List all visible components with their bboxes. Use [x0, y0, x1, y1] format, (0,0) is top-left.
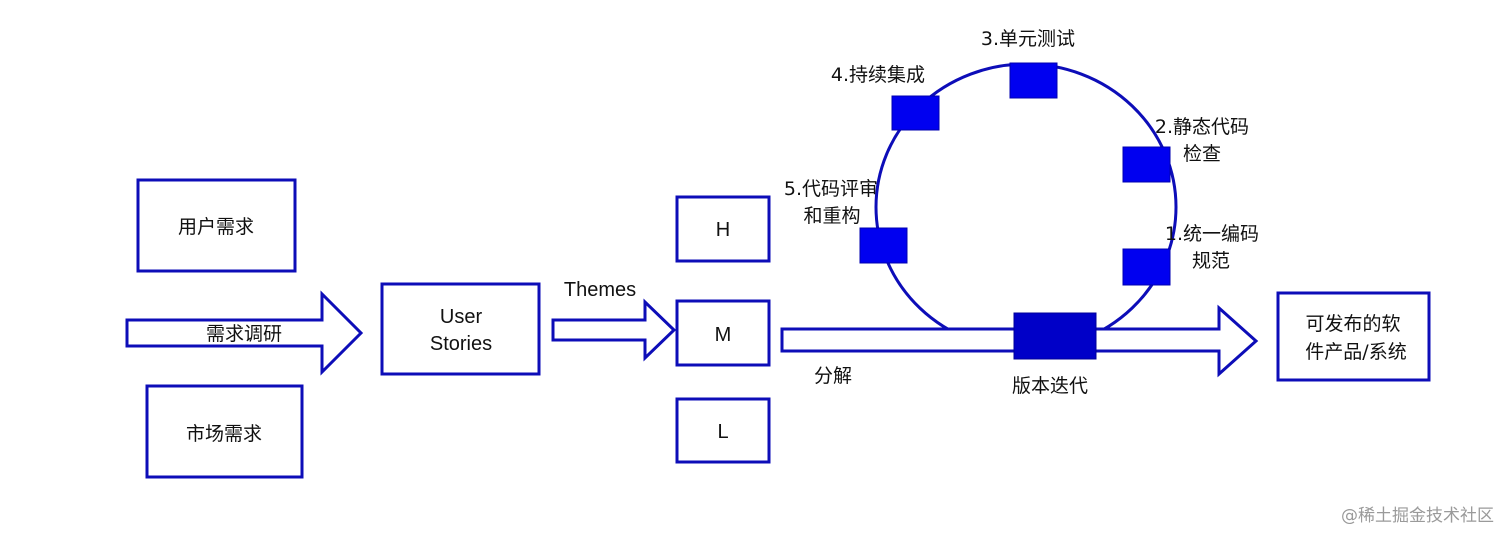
- user-stories-label-line2: Stories: [430, 333, 492, 355]
- step-4-node: [891, 95, 940, 131]
- research-arrow: [125, 290, 364, 376]
- version-iteration-label: 版本迭代: [1012, 375, 1088, 397]
- step-5-node: [859, 227, 908, 264]
- user-needs-box: [136, 178, 297, 273]
- step-1-label-line2: 规范: [1192, 250, 1230, 272]
- priority-low-box: [675, 397, 771, 464]
- step-4-label: 4.持续集成: [831, 64, 925, 86]
- step-3-node: [1009, 62, 1058, 99]
- priority-medium-label: M: [715, 324, 732, 346]
- step-1-label-line1: 1.统一编码: [1165, 223, 1259, 245]
- releasable-product-box: [1276, 291, 1431, 382]
- step-5-label-line1: 5.代码评审: [784, 178, 878, 200]
- themes-arrow: [551, 298, 677, 362]
- step-5-label-line2: 和重构: [803, 205, 860, 227]
- step-3-label: 3.单元测试: [981, 28, 1075, 50]
- step-2-label-line1: 2.静态代码: [1155, 116, 1249, 138]
- market-needs-label: 市场需求: [186, 423, 262, 445]
- step-2-label-line2: 检查: [1183, 143, 1221, 165]
- priority-low-label: L: [717, 421, 728, 443]
- priority-high-box: [675, 195, 771, 263]
- priority-medium-box: [675, 299, 771, 367]
- decompose-label: 分解: [814, 365, 852, 387]
- user-stories-label-line1: User: [440, 306, 483, 328]
- releasable-product-label-line2: 件产品/系统: [1305, 341, 1406, 363]
- user-stories-box: [380, 282, 541, 376]
- market-needs-box: [145, 384, 304, 479]
- step-1-node: [1122, 248, 1171, 286]
- watermark: @稀土掘金技术社区: [1341, 506, 1494, 526]
- priority-high-label: H: [716, 219, 730, 241]
- version-iteration-node: [1013, 312, 1097, 360]
- user-needs-label: 用户需求: [178, 216, 254, 238]
- step-2-node: [1122, 146, 1171, 183]
- themes-label: Themes: [564, 279, 636, 301]
- releasable-product-label-line1: 可发布的软: [1305, 313, 1400, 335]
- research-arrow-label: 需求调研: [206, 323, 282, 345]
